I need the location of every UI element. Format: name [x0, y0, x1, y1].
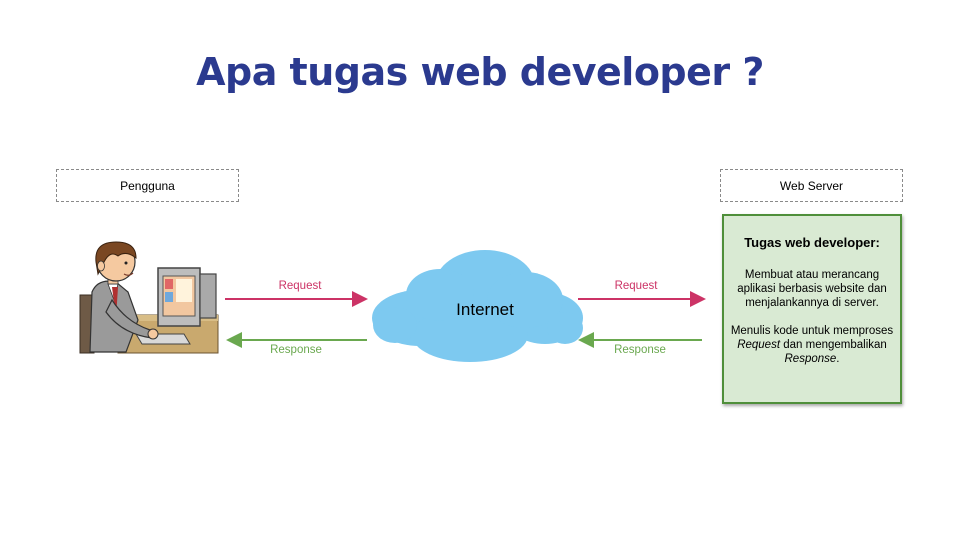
developer-task-2: Menulis kode untuk memproses Request dan… [730, 324, 894, 366]
response-label-left: Response [270, 344, 322, 356]
task2-text-end: . [836, 353, 840, 365]
developer-task-1: Membuat atau merancang aplikasi berbasis… [737, 269, 887, 309]
user-label: Pengguna [120, 178, 175, 193]
developer-tasks-box: Tugas web developer: Membuat atau meranc… [722, 214, 902, 404]
task2-text-start: Menulis kode untuk memproses [730, 325, 894, 337]
developer-tasks-heading: Tugas web developer: [744, 235, 880, 250]
task2-request-term: Request [737, 339, 781, 351]
user-label-box: Pengguna [56, 169, 239, 202]
user-computer-illustration [79, 241, 219, 354]
internet-cloud [372, 250, 583, 362]
response-label-right: Response [614, 344, 666, 356]
request-label-left: Request [278, 280, 322, 292]
server-label-box: Web Server [720, 169, 903, 202]
internet-label: Internet [456, 300, 514, 319]
request-label-right: Request [614, 280, 658, 292]
page-title: Apa tugas web developer ? [196, 50, 764, 94]
task2-text-middle: dan mengembalikan [780, 339, 887, 351]
task2-response-term: Response [784, 353, 837, 365]
server-label: Web Server [779, 178, 844, 193]
